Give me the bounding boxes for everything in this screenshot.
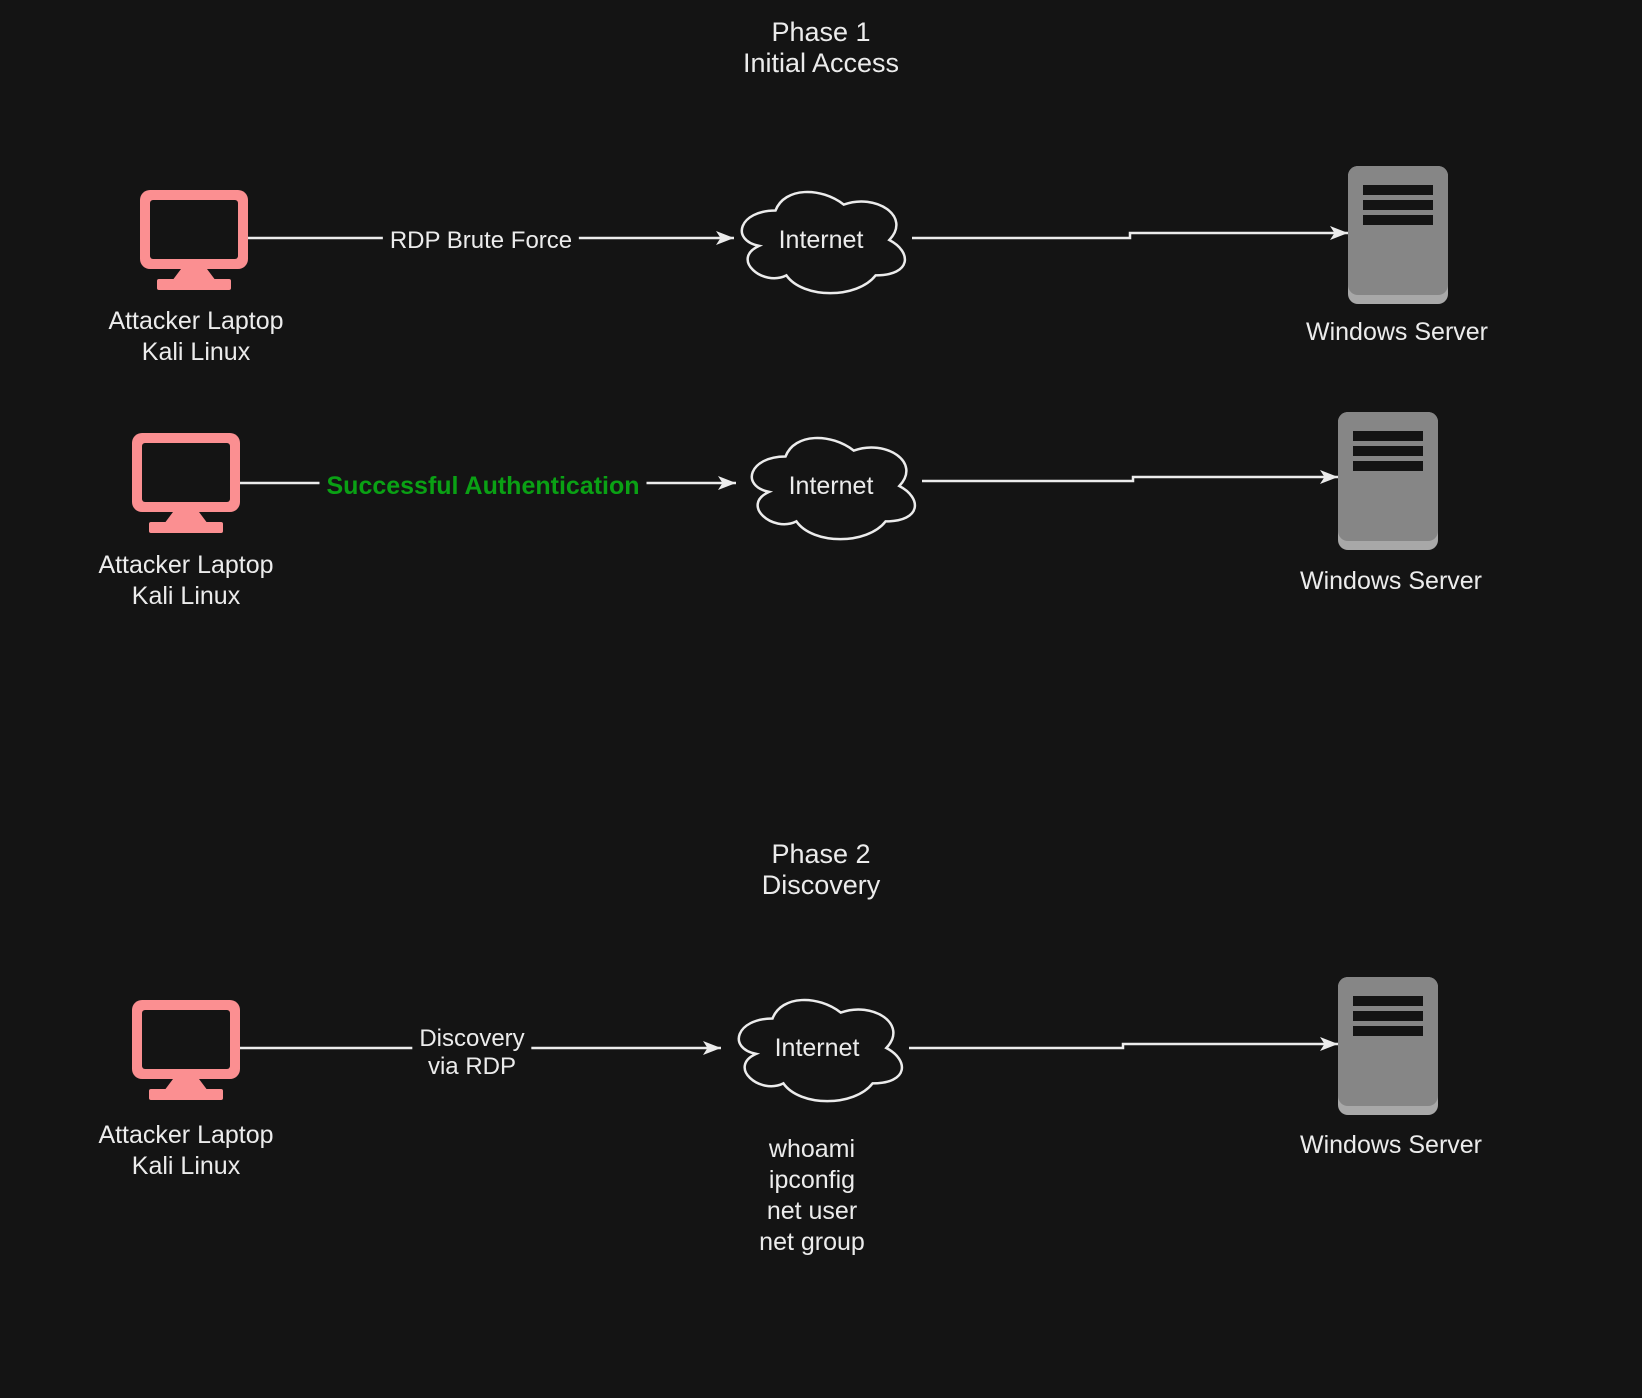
server-body: [1338, 977, 1438, 1106]
server-body: [1338, 412, 1438, 541]
monitor-stand: [164, 1079, 208, 1091]
monitor-screen: [142, 443, 230, 502]
internet-label-1: Internet: [778, 226, 864, 254]
server-slot: [1353, 1011, 1423, 1021]
attacker-laptop-icon-3: [132, 1000, 240, 1100]
edge-label-successful-authentication: Successful Authentication: [319, 471, 647, 501]
attacker-laptop-label-3-line1: Attacker Laptop: [98, 1121, 274, 1149]
connector-internet-to-server-3: [909, 1037, 1338, 1051]
phase2-title: Phase 2 Discovery: [762, 839, 881, 901]
internet-label-2: Internet: [788, 472, 874, 500]
server-slot: [1363, 200, 1433, 210]
phase1-title-line1: Phase 1: [771, 17, 871, 47]
attacker-laptop-label-2: Attacker Laptop Kali Linux: [98, 550, 273, 612]
monitor-base: [149, 522, 223, 533]
command-whoami: whoami: [768, 1135, 856, 1163]
connector-internet-to-server-1: [912, 226, 1348, 240]
server-slot: [1353, 461, 1423, 471]
server-slot: [1353, 996, 1423, 1006]
edge-label-rdp-brute-force: RDP Brute Force: [382, 226, 580, 256]
monitor-screen: [150, 200, 238, 259]
internet-label-3: Internet: [774, 1034, 860, 1062]
discovery-commands: whoami ipconfig net user net group: [759, 1134, 865, 1258]
monitor-base: [149, 1089, 223, 1100]
phase1-title: Phase 1 Initial Access: [743, 17, 899, 79]
command-net-group: net group: [759, 1228, 865, 1256]
edge-label-discovery-via-rdp: Discovery via RDP: [412, 1025, 532, 1081]
attacker-laptop-label-1-line1: Attacker Laptop: [108, 307, 284, 335]
connector-internet-to-server-2: [922, 470, 1338, 484]
command-ipconfig: ipconfig: [768, 1166, 856, 1194]
server-slot: [1353, 1026, 1423, 1036]
attacker-laptop-label-3-line2: Kali Linux: [131, 1152, 241, 1180]
server-slot: [1363, 185, 1433, 195]
windows-server-icon-3: [1338, 977, 1438, 1115]
server-slot: [1363, 215, 1433, 225]
attacker-laptop-icon-2: [132, 433, 240, 533]
attacker-laptop-icon-1: [140, 190, 248, 290]
phase2-title-line2: Discovery: [761, 870, 881, 900]
phase1-title-line2: Initial Access: [742, 48, 900, 78]
monitor-stand: [164, 512, 208, 524]
attacker-laptop-label-3: Attacker Laptop Kali Linux: [98, 1120, 273, 1182]
edge-label-discovery-line1: Discovery: [419, 1025, 525, 1052]
phase2-title-line1: Phase 2: [771, 839, 871, 869]
attacker-laptop-label-1-line2: Kali Linux: [141, 338, 251, 366]
attacker-laptop-label-1: Attacker Laptop Kali Linux: [108, 306, 283, 368]
monitor-base: [157, 279, 231, 290]
windows-server-label-2: Windows Server: [1300, 567, 1482, 595]
windows-server-icon-2: [1338, 412, 1438, 550]
attacker-laptop-label-2-line1: Attacker Laptop: [98, 551, 274, 579]
windows-server-label-1: Windows Server: [1306, 318, 1488, 346]
monitor-stand: [172, 269, 216, 281]
monitor-screen: [142, 1010, 230, 1069]
server-body: [1348, 166, 1448, 295]
server-slot: [1353, 431, 1423, 441]
server-slot: [1353, 446, 1423, 456]
windows-server-label-3: Windows Server: [1300, 1131, 1482, 1159]
edge-label-discovery-line2: via RDP: [427, 1053, 517, 1080]
windows-server-icon-1: [1348, 166, 1448, 304]
command-net-user: net user: [766, 1197, 858, 1225]
attacker-laptop-label-2-line2: Kali Linux: [131, 582, 241, 610]
